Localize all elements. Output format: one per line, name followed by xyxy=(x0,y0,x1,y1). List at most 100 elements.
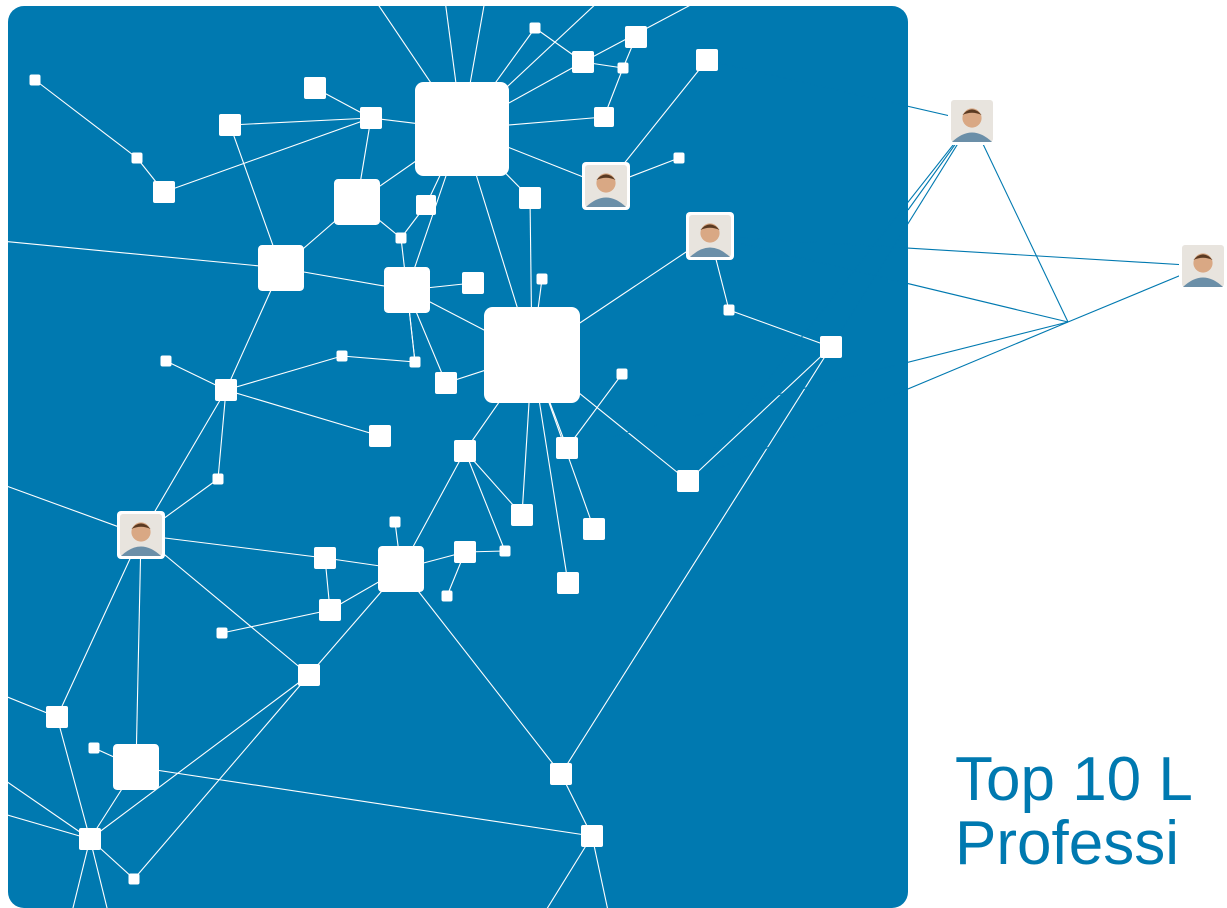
network-node xyxy=(519,187,541,209)
avatar-shoulders xyxy=(1183,277,1223,287)
external-edge xyxy=(706,59,973,122)
network-edge xyxy=(566,373,623,449)
network-edge xyxy=(8,809,91,840)
network-edge xyxy=(56,716,91,840)
network-edge xyxy=(56,534,142,718)
network-node xyxy=(258,245,304,291)
avatar-shoulders xyxy=(586,197,626,207)
network-node xyxy=(131,152,143,164)
network-edge xyxy=(89,674,310,840)
network-node xyxy=(556,437,578,459)
network-node xyxy=(594,107,614,127)
network-edge xyxy=(135,766,593,837)
network-node xyxy=(415,82,509,176)
network-node xyxy=(529,22,541,34)
network-node xyxy=(581,825,603,847)
title-line-2: Professi xyxy=(955,809,1179,878)
network-node xyxy=(723,304,735,316)
network-node xyxy=(536,273,548,285)
network-edge xyxy=(225,355,343,391)
external-edge xyxy=(687,321,1069,482)
network-edge xyxy=(163,117,372,193)
network-edge xyxy=(229,117,372,126)
network-edge xyxy=(539,835,593,908)
network-node xyxy=(616,368,628,380)
person-avatar-icon xyxy=(117,511,165,559)
network-node xyxy=(79,828,101,850)
network-edge xyxy=(8,239,282,269)
network-edge xyxy=(8,769,91,840)
network-node xyxy=(454,440,476,462)
network-node xyxy=(454,541,476,563)
avatar-shoulders xyxy=(952,132,992,142)
person-avatar-icon xyxy=(948,97,996,145)
person-avatar-icon xyxy=(686,212,734,260)
network-node xyxy=(673,152,685,164)
network-node xyxy=(557,572,579,594)
network-edge xyxy=(133,674,310,880)
network-node xyxy=(416,195,436,215)
network-edge xyxy=(464,450,506,552)
network-edge xyxy=(229,124,282,269)
network-node xyxy=(435,372,457,394)
avatar-hair xyxy=(700,224,720,230)
network-node xyxy=(360,107,382,129)
avatar-hair xyxy=(1193,254,1213,260)
network-node xyxy=(160,355,172,367)
network-edge xyxy=(560,346,832,775)
network-node xyxy=(550,763,572,785)
title-line-1: Top 10 L xyxy=(955,745,1193,814)
network-node xyxy=(336,350,348,362)
network-node xyxy=(409,356,421,368)
network-node xyxy=(219,114,241,136)
network-edge xyxy=(591,835,611,908)
network-node xyxy=(499,545,511,557)
network-nodes xyxy=(29,22,1227,885)
network-node xyxy=(389,516,401,528)
network-node xyxy=(511,504,533,526)
person-avatar-icon xyxy=(1179,242,1227,290)
network-edge xyxy=(341,355,416,363)
external-edge xyxy=(566,321,1069,449)
network-edge xyxy=(34,79,138,159)
network-node xyxy=(696,49,718,71)
external-edge xyxy=(971,120,1069,323)
network-node xyxy=(625,26,647,48)
network-node xyxy=(484,307,580,403)
external-edge xyxy=(709,235,1204,267)
network-edge xyxy=(8,689,58,718)
external-edge xyxy=(830,120,973,348)
network-edge xyxy=(135,534,142,768)
avatar-hair xyxy=(131,523,151,529)
avatar-hair xyxy=(596,174,616,180)
network-edge xyxy=(140,534,326,559)
network-edge xyxy=(221,609,331,634)
network-node xyxy=(216,627,228,639)
network-node xyxy=(113,744,159,790)
network-node xyxy=(128,873,140,885)
network-node xyxy=(215,379,237,401)
network-node xyxy=(298,664,320,686)
external-edges xyxy=(566,59,1204,482)
network-edge xyxy=(140,534,310,676)
network-edge xyxy=(400,568,562,775)
network-node xyxy=(583,518,605,540)
slide-title: Top 10 L Professi xyxy=(955,748,1193,876)
network-node xyxy=(304,77,326,99)
network-edge xyxy=(225,389,381,437)
network-edge xyxy=(69,838,91,908)
network-node xyxy=(314,547,336,569)
network-edge xyxy=(89,838,111,908)
network-edge xyxy=(217,389,227,480)
network-edge xyxy=(8,479,142,536)
network-edge xyxy=(728,309,832,348)
network-node xyxy=(212,473,224,485)
external-edge xyxy=(709,235,1069,323)
network-node xyxy=(441,590,453,602)
avatar-shoulders xyxy=(121,546,161,556)
network-node xyxy=(572,51,594,73)
network-node xyxy=(384,267,430,313)
network-node xyxy=(369,425,391,447)
network-node xyxy=(46,706,68,728)
